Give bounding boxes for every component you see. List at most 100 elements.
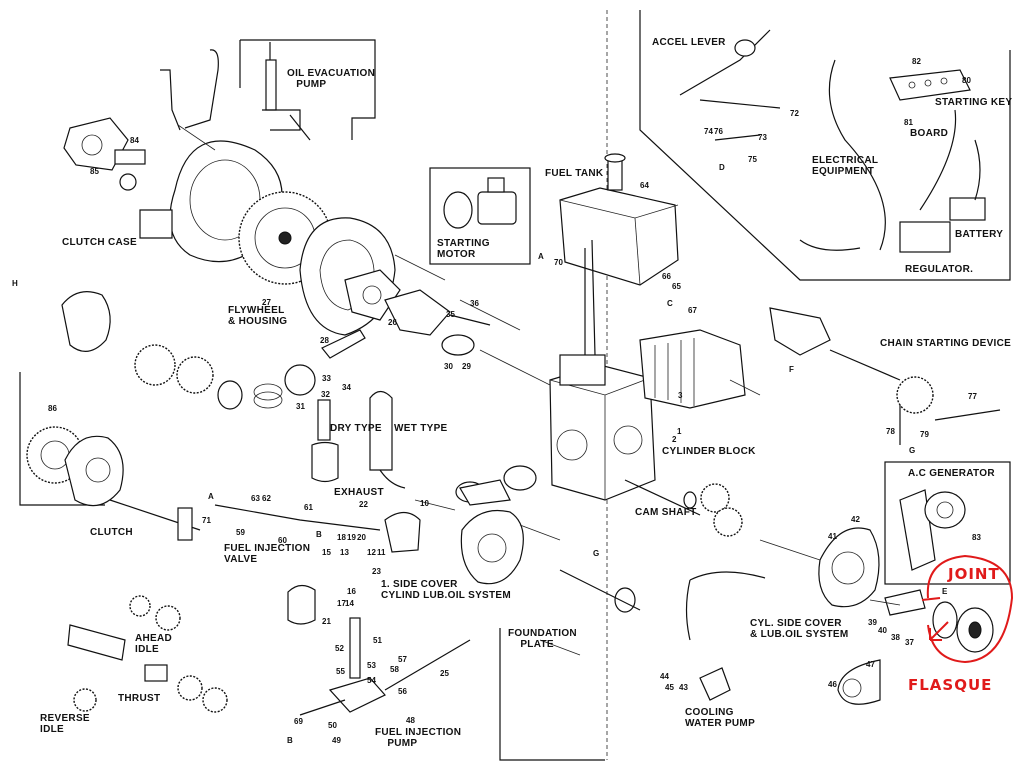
ref-letter: B [287,736,293,745]
part-number: 59 [236,528,245,537]
part-number: 34 [342,383,351,392]
part-number: 40 [878,626,887,635]
cam-shaft-drawing [624,479,743,537]
label-thrust: THRUST [118,693,161,704]
label-oil-evacuation-pump: OIL EVACUATION PUMP [287,68,376,90]
label-dry-type: DRY TYPE [330,423,382,434]
part-number: 76 [714,127,723,136]
ac-generator-drawing [899,489,966,571]
part-number: 51 [373,636,382,645]
label-battery: BATTERY [955,229,1004,240]
part-number: 66 [662,272,671,281]
part-number: 54 [367,676,376,685]
electrical-drawing [799,59,986,253]
part-number: 23 [372,567,381,576]
foundation-frame [499,628,605,761]
part-number: 35 [446,310,455,319]
part-number: 62 [262,494,271,503]
part-number: 29 [462,362,471,371]
v-belt-drawing [837,659,881,705]
label-clutch: CLUTCH [90,527,133,538]
cylinder-block-drawing [549,239,746,501]
ac-generator-frame [884,461,1011,585]
part-number: 61 [304,503,313,512]
label-accel-lever: ACCEL LEVER [652,37,726,48]
part-number: 72 [790,109,799,118]
label-cooling-water-pump: COOLING WATER PUMP [685,707,756,729]
part-number: 43 [679,683,688,692]
part-number: 67 [688,306,697,315]
part-number: 75 [748,155,757,164]
label-ac-generator: A.C GENERATOR [908,468,995,479]
part-number: 14 [345,599,354,608]
label-fuel-injection-valve: FUEL INJECTION VALVE [224,543,311,565]
label-board: BOARD [910,128,949,139]
part-number: 65 [672,282,681,291]
part-number: 69 [294,717,303,726]
part-number: 27 [262,298,271,307]
chain-starting-device-drawing [769,307,1001,445]
part-number: 33 [322,374,331,383]
part-number: 85 [90,167,99,176]
part-number: 22 [359,500,368,509]
part-number: 78 [886,427,895,436]
label-starting-motor: STARTING MOTOR [437,238,490,260]
oil-evacuation-pump-drawing [262,42,311,141]
part-number: 56 [398,687,407,696]
part-number: 49 [332,736,341,745]
part-number: 71 [202,516,211,525]
label-regulator: REGULATOR. [905,264,974,275]
side-cover-drawing [384,509,524,585]
part-number: 31 [296,402,305,411]
part-number: 15 [322,548,331,557]
part-number: 70 [554,258,563,267]
label-flywheel-housing: FLYWHEEL & HOUSING [228,305,288,327]
ref-letter: E [942,587,948,596]
part-number: 45 [665,683,674,692]
label-wet-type: WET TYPE [394,423,448,434]
part-number: 82 [912,57,921,66]
part-number: 80 [962,76,971,85]
label-reverse-idle: REVERSE IDLE [40,713,90,735]
label-fuel-tank: FUEL TANK [545,168,604,179]
starting-motor-frame [429,167,531,265]
oil-pump-frame [240,39,376,140]
part-number: 44 [660,672,669,681]
ref-letter: F [789,365,794,374]
label-side-cover-lub-oil: 1. SIDE COVER CYLIND LUB.OIL SYSTEM [381,579,512,601]
part-number: 28 [320,336,329,345]
clutch-frame [19,372,105,506]
red-annotation-marks [921,554,1014,664]
part-number: 53 [367,661,376,670]
annotation-flasque: FLASQUE [908,676,993,694]
label-ahead-idle: AHEAD IDLE [135,633,173,655]
part-number: 81 [904,118,913,127]
part-number: 20 [357,533,366,542]
part-number: 52 [335,644,344,653]
part-number: 86 [48,404,57,413]
part-number: 64 [640,181,649,190]
part-number: 74 [704,127,713,136]
ref-letter: D [719,163,725,172]
label-fuel-injection-pump: FUEL INJECTION PUMP [375,727,462,749]
part-number: 77 [968,392,977,401]
ref-letter: G [593,549,600,558]
clutch-plates-drawing [61,291,243,410]
part-number: 84 [130,136,139,145]
fuel-injection-pump-drawing [299,617,471,716]
label-cam-shaft: CAM SHAFT [635,507,697,518]
label-foundation-plate: FOUNDATION PLATE [508,628,577,650]
part-number: 13 [340,548,349,557]
part-number: 2 [672,435,677,444]
label-starting-key: STARTING KEY [935,97,1013,108]
clutch-drawing [26,426,201,541]
part-number: 46 [828,680,837,689]
part-number: 11 [377,548,386,557]
part-number: 63 [251,494,260,503]
annotation-joint: JOINT [948,565,1000,583]
part-number: 83 [972,533,981,542]
fuel-injection-valve-drawing [214,504,766,641]
part-number: 3 [678,391,683,400]
label-electrical-equipment: ELECTRICAL EQUIPMENT [812,155,879,177]
